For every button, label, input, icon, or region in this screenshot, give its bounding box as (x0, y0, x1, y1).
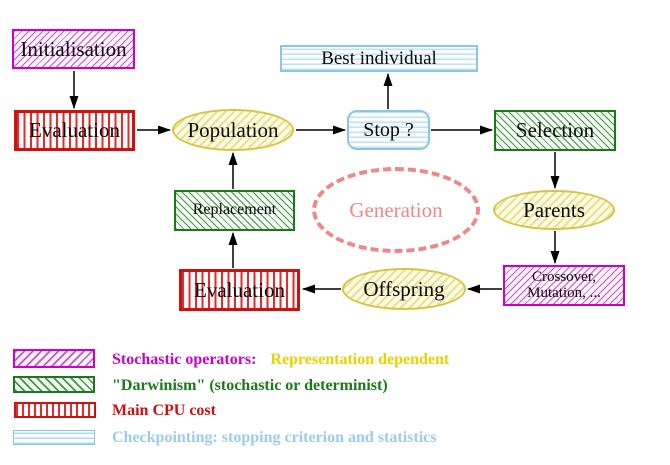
legend-label-main-cpu-cost-text: Main CPU cost (112, 402, 216, 419)
node-initialisation: Initialisation (12, 29, 135, 69)
node-offspring-label: Offspring (363, 276, 445, 301)
node-population: Population (172, 109, 294, 151)
node-selection-label: Selection (515, 118, 595, 143)
node-stop: Stop ? (347, 110, 430, 150)
node-replacement-label: Replacement (192, 201, 277, 219)
node-parents: Parents (493, 190, 615, 230)
legend-swatch-darwinism (13, 376, 95, 393)
legend-swatch-checkpointing (13, 430, 95, 445)
legend-swatch-main-cpu-cost (14, 402, 96, 418)
legend-label-darwinism-text: "Darwinism" (stochastic or determinist) (112, 377, 388, 394)
node-generation-label: Generation (349, 197, 443, 222)
node-best-individual-label: Best individual (321, 47, 437, 69)
legend-label-main-cpu-cost: Main CPU cost (112, 402, 216, 420)
legend-label-stochastic-operators-part2: Representation dependent (270, 351, 450, 368)
node-evaluation-top-label: Evaluation (29, 118, 120, 143)
legend-swatch-stochastic-operators (13, 349, 95, 368)
node-crossover-mutation: Crossover, Mutation, ... (503, 265, 625, 306)
node-crossover-label-line1: Crossover, (532, 268, 596, 285)
node-replacement: Replacement (174, 190, 295, 231)
node-evaluation-bottom-label: Evaluation (194, 277, 285, 302)
node-parents-label: Parents (523, 197, 585, 222)
node-generation: Generation (312, 167, 480, 253)
node-crossover-label-line2: Mutation, ... (527, 284, 601, 301)
node-initialisation-label: Initialisation (20, 36, 127, 61)
node-offspring: Offspring (342, 268, 466, 310)
node-selection: Selection (494, 110, 616, 151)
legend-label-checkpointing: Checkpointing: stopping criterion and st… (112, 429, 436, 447)
node-evaluation-top: Evaluation (14, 110, 135, 151)
node-stop-label: Stop ? (363, 118, 414, 141)
legend-label-checkpointing-text: Checkpointing: stopping criterion and st… (112, 429, 437, 446)
node-evaluation-bottom: Evaluation (179, 269, 300, 311)
node-population-label: Population (187, 117, 279, 142)
legend-label-darwinism: "Darwinism" (stochastic or determinist) (112, 377, 388, 395)
legend-label-stochastic-operators-part1: Stochastic operators: (112, 351, 257, 368)
node-best-individual: Best individual (280, 45, 478, 72)
legend-label-stochastic-operators: Stochastic operators: Representation dep… (112, 351, 449, 369)
